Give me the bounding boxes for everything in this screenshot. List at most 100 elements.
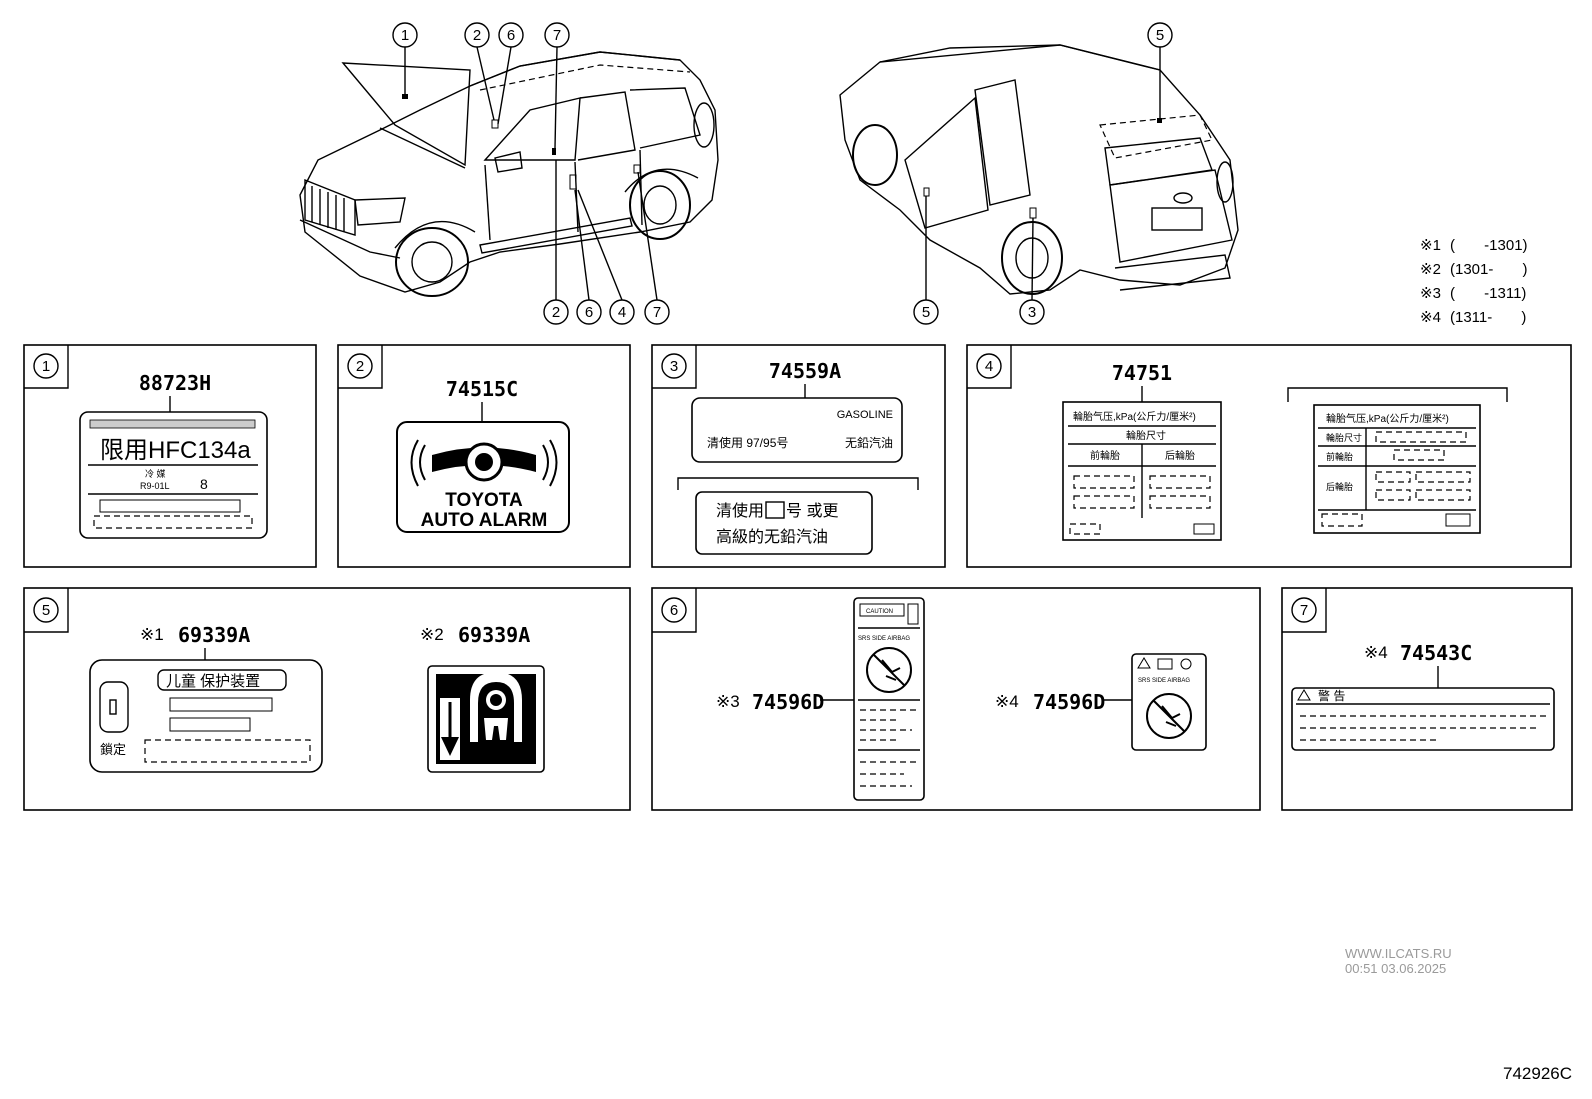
svg-text:( -1301): ( -1301) [1450, 237, 1528, 254]
tire-pressure-label-b: 輪胎气压,kPa(公斤力/厘米²) 輪胎尺寸 前輪胎 后輪胎 [1313, 404, 1481, 534]
svg-text:輪胎尺寸: 輪胎尺寸 [1126, 429, 1166, 442]
svg-text:儿童 保护装置: 儿童 保护装置 [166, 672, 260, 690]
panel-1: 1 88723H 限用HFC134a 冷 媒 R9-01L 8 [23, 344, 317, 568]
svg-text:※4: ※4 [995, 692, 1019, 711]
part-number-74559A: 74559A [769, 359, 841, 383]
svg-text:AUTO ALARM: AUTO ALARM [421, 510, 548, 531]
svg-text:前輪胎: 前輪胎 [1090, 449, 1120, 462]
svg-text:无鉛汽油: 无鉛汽油 [845, 435, 893, 450]
svg-text:R9-01L: R9-01L [140, 481, 170, 491]
svg-text:后輪胎: 后輪胎 [1326, 481, 1353, 492]
tire-pressure-label-a: 輪胎气压,kPa(公斤力/厘米²) 輪胎尺寸 前輪胎 后輪胎 [1062, 401, 1222, 541]
callout-front-bottom-6: 6 [576, 299, 602, 325]
svg-text:8: 8 [200, 476, 208, 492]
svg-text:2: 2 [552, 304, 560, 321]
svg-text:(1311- ): (1311- ) [1450, 309, 1526, 326]
child-lock-label-a: 儿童 保护装置 鎖定 [89, 659, 323, 773]
svg-text:6: 6 [507, 27, 515, 44]
auto-alarm-label: TOYOTA AUTO ALARM [396, 421, 570, 533]
svg-text:輪胎尺寸: 輪胎尺寸 [1326, 432, 1362, 443]
svg-text:※1: ※1 [140, 625, 164, 644]
callout-rear-bottom-3: 3 [1019, 299, 1045, 325]
svg-text:輪胎气压,kPa(公斤力/厘米²): 輪胎气压,kPa(公斤力/厘米²) [1073, 410, 1196, 423]
svg-text:1: 1 [42, 358, 50, 375]
svg-text:高級的无鉛汽油: 高級的无鉛汽油 [716, 528, 828, 546]
part-number-74596D-2: 74596D [1033, 690, 1105, 714]
part-number-74515C: 74515C [446, 377, 518, 401]
svg-text:SRS SIDE AIRBAG: SRS SIDE AIRBAG [858, 636, 910, 642]
callout-front-bottom-7: 7 [644, 299, 670, 325]
part-number-69339A-1: 69339A [178, 623, 250, 647]
part-number-88723H: 88723H [139, 371, 211, 395]
rear-vehicle-illustration [839, 44, 1239, 301]
svg-text:※3: ※3 [1420, 285, 1441, 302]
svg-text:号 或更: 号 或更 [786, 502, 838, 520]
callout-front-top-7: 7 [544, 22, 570, 48]
panel-6: 6 ※3 74596D CAUTION SRS SIDE AIRBAG ※4 7… [651, 587, 1261, 811]
svg-text:前輪胎: 前輪胎 [1326, 451, 1353, 462]
svg-text:6: 6 [670, 602, 678, 619]
svg-text:1: 1 [401, 27, 409, 44]
svg-text:冷 媒: 冷 媒 [145, 468, 166, 479]
svg-text:限用HFC134a: 限用HFC134a [100, 437, 251, 464]
svg-text:TOYOTA: TOYOTA [445, 490, 523, 511]
part-number-74596D-1: 74596D [752, 690, 824, 714]
svg-text:6: 6 [585, 304, 593, 321]
fuel-label-b: 清使用 号 或更 高級的无鉛汽油 [695, 491, 873, 555]
panel-2: 2 74515C TOYOTA AUTO ALARM [337, 344, 631, 568]
svg-text:※4: ※4 [1420, 309, 1441, 326]
callout-front-top-1: 1 [392, 22, 418, 48]
child-lock-label-b [427, 665, 545, 773]
svg-text:※2: ※2 [420, 625, 444, 644]
panel-4: 4 74751 輪胎气压,kPa(公斤力/厘米²) 輪胎尺寸 前輪胎 后輪胎 輪… [966, 344, 1572, 568]
airbag-caution-label-square: SRS SIDE AIRBAG [1131, 653, 1207, 751]
watermark-timestamp: 00:51 03.06.2025 [1345, 961, 1447, 976]
svg-text:SRS SIDE AIRBAG: SRS SIDE AIRBAG [1138, 678, 1190, 684]
svg-text:7: 7 [553, 27, 561, 44]
svg-text:※4: ※4 [1364, 643, 1388, 662]
airbag-caution-label-tall: CAUTION SRS SIDE AIRBAG [853, 597, 925, 801]
svg-text:警 告: 警 告 [1318, 688, 1345, 703]
callout-front-bottom-2: 2 [543, 299, 569, 325]
svg-text:GASOLINE: GASOLINE [837, 409, 893, 421]
svg-text:2: 2 [473, 27, 481, 44]
svg-text:鎖定: 鎖定 [100, 742, 126, 757]
svg-text:7: 7 [653, 304, 661, 321]
callout-front-bottom-4: 4 [609, 299, 635, 325]
svg-text:3: 3 [670, 358, 678, 375]
part-number-69339A-2: 69339A [458, 623, 530, 647]
svg-text:4: 4 [618, 304, 626, 321]
svg-text:4: 4 [985, 358, 993, 375]
svg-text:( -1311): ( -1311) [1450, 285, 1526, 302]
svg-text:5: 5 [42, 602, 50, 619]
svg-text:※2: ※2 [1420, 261, 1441, 278]
callout-front-top-6: 6 [498, 22, 524, 48]
svg-text:※3: ※3 [716, 692, 740, 711]
fuel-label-a: GASOLINE 清使用 97/95号 无鉛汽油 [691, 397, 903, 463]
part-number-74543C: 74543C [1400, 641, 1472, 665]
svg-text:后輪胎: 后輪胎 [1165, 449, 1195, 462]
svg-text:7: 7 [1300, 602, 1308, 619]
front-vehicle-illustration [299, 46, 719, 301]
svg-text:(1301- ): (1301- ) [1450, 261, 1528, 278]
watermark-site: WWW.ILCATS.RU [1345, 946, 1452, 961]
panel-5: 5 ※1 69339A 儿童 保护装置 鎖定 ※2 69339A [23, 587, 631, 811]
svg-text:CAUTION: CAUTION [866, 609, 893, 615]
panel-3: 3 74559A GASOLINE 清使用 97/95号 无鉛汽油 清使用 号 … [651, 344, 946, 568]
watermark: WWW.ILCATS.RU 00:51 03.06.2025 [1345, 946, 1452, 976]
callout-front-top-2: 2 [464, 22, 490, 48]
ac-refrigerant-label: 限用HFC134a 冷 媒 R9-01L 8 [79, 411, 268, 539]
warning-label: 警 告 [1291, 687, 1555, 751]
callout-rear-top-5: 5 [1147, 22, 1173, 48]
panel-7: 7 ※4 74543C 警 告 [1281, 587, 1573, 811]
applicability-legend: ※1 ( -1301) ※2 (1301- ) ※3 ( -1311) ※4 (1311… [1420, 237, 1528, 326]
callout-rear-bottom-5: 5 [913, 299, 939, 325]
svg-text:輪胎气压,kPa(公斤力/厘米²): 輪胎气压,kPa(公斤力/厘米²) [1326, 412, 1449, 425]
svg-text:3: 3 [1028, 304, 1036, 321]
svg-text:清使用 97/95号: 清使用 97/95号 [707, 435, 788, 450]
svg-text:2: 2 [356, 358, 364, 375]
svg-text:5: 5 [922, 304, 930, 321]
part-number-74751: 74751 [1112, 361, 1172, 385]
svg-text:※1: ※1 [1420, 237, 1441, 254]
